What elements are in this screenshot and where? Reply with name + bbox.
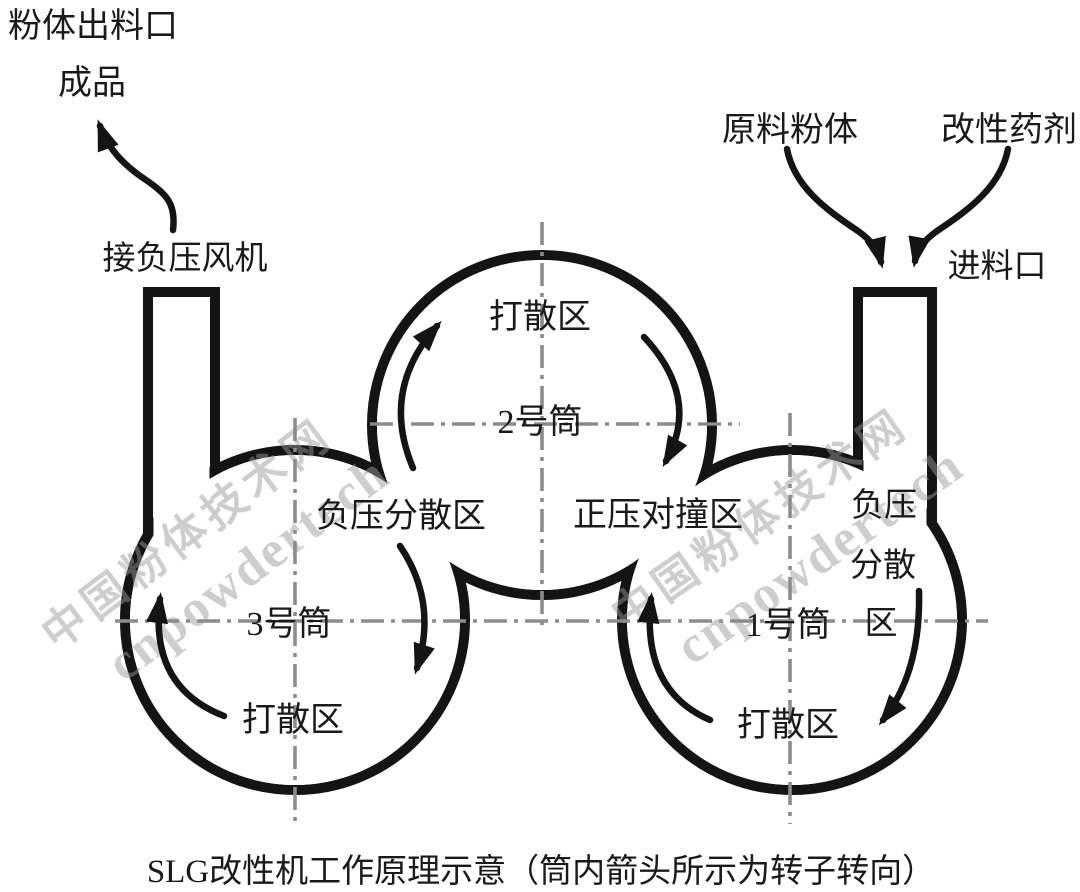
cylinder-1-zone-label: 打散区 (737, 706, 839, 744)
right-zone-label-line3: 区 (865, 606, 898, 642)
agent-label: 改性药剂 (941, 111, 1077, 149)
fan-label: 接负压风机 (103, 240, 268, 277)
cylinder-1-name-label: 1号筒 (746, 606, 831, 644)
cylinder-2-rotation-arrow-left (397, 320, 442, 472)
product-out-arrow (96, 119, 177, 234)
labels: 粉体出料口 成品 接负压风机 原料粉体 改性药剂 进料口 打散区 2号筒 负压分… (8, 7, 1077, 890)
cylinder-3-rotation-arrow-right (396, 542, 435, 675)
cylinder-1-rotation-arrow-right (878, 587, 923, 726)
cylinder-2-rotation-arrow-right (640, 333, 688, 468)
cylinder-2-zone-label: 打散区 (489, 298, 591, 336)
product-label: 成品 (58, 64, 126, 102)
cylinder-3-name-label: 3号筒 (247, 605, 332, 643)
right-zone-label-line2: 分散 (850, 547, 916, 584)
rotation-arrows (146, 320, 923, 726)
cylinder-3-zone-label: 打散区 (242, 701, 344, 739)
right-zone-label-line1: 负压 (851, 487, 917, 524)
agent-feed-arrow (908, 145, 1012, 268)
inlet-port-label: 进料口 (948, 248, 1047, 285)
cylinder-2-name-label: 2号筒 (498, 403, 583, 441)
negative-pressure-zone-label: 负压分散区 (316, 497, 486, 535)
raw-powder-feed-arrow (783, 145, 886, 269)
outlet-port-label: 粉体出料口 (8, 7, 178, 45)
positive-pressure-zone-label: 正压对撞区 (573, 496, 743, 534)
figure-caption: SLG改性机工作原理示意（筒内箭头所示为转子转向） (147, 853, 935, 890)
cylinder-3-rotation-arrow-left (146, 592, 228, 720)
flow-arrows (96, 119, 1012, 269)
cylinder-1-rotation-arrow-left (637, 592, 714, 724)
raw-powder-label: 原料粉体 (722, 111, 858, 149)
